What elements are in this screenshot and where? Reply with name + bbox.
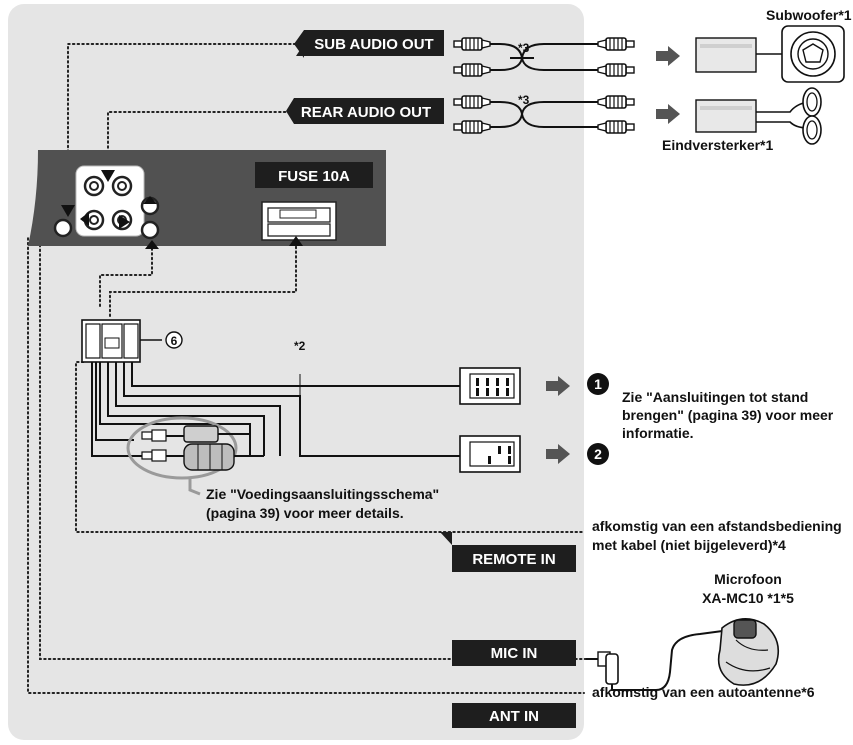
subwoofer-speaker	[756, 25, 845, 83]
remote-info-line-1: afkomstig van een afstandsbediening	[592, 518, 842, 534]
power-info-line-2: (pagina 39) voor meer details.	[206, 505, 404, 521]
amplifier	[695, 99, 809, 133]
head-unit	[28, 150, 386, 246]
conn-info-line-1: Zie "Aansluitingen tot stand	[622, 389, 808, 405]
fuse-label: FUSE 10A	[278, 168, 350, 185]
num-2: 2	[594, 446, 602, 462]
note-3-sub: *3	[518, 41, 530, 55]
ant-in-label: ANT IN	[489, 708, 539, 725]
num-2-badge	[587, 443, 609, 465]
rca-cable-rear	[453, 95, 635, 134]
tag-mic-in	[452, 640, 576, 666]
mic-in-label: MIC IN	[491, 645, 538, 662]
num-1: 1	[594, 376, 602, 392]
fuse-label-box	[255, 162, 373, 188]
rear-audio-out-label: REAR AUDIO OUT	[301, 104, 431, 121]
mic-name-line-1: Microfoon	[714, 571, 782, 587]
rca-cable-sub	[453, 37, 635, 77]
arrowheads	[61, 170, 303, 249]
note-3-rear: *3	[518, 93, 530, 107]
callout-6: 6	[171, 334, 178, 348]
conn-info-line-2: brengen" (pagina 39) voor meer	[622, 407, 834, 423]
remote-in-label: REMOTE IN	[472, 551, 555, 568]
connector-2	[459, 435, 521, 473]
callout-6-ring	[165, 331, 183, 349]
tag-rear-audio-out	[286, 98, 444, 124]
mic-name-line-2: XA-MC10 *1*5	[702, 590, 794, 606]
num-1-badge	[587, 373, 609, 395]
remote-info-line-2: met kabel (niet bijgeleverd)*4	[592, 537, 786, 553]
conn-info-line-3: informatie.	[622, 425, 694, 441]
subwoofer-amp	[695, 37, 757, 73]
microphone	[586, 618, 780, 691]
tag-ant-in	[452, 703, 576, 728]
power-info-line-1: Zie "Voedingsaansluitingsschema"	[206, 486, 439, 502]
arrow-to-subwoofer	[656, 46, 680, 66]
wire-harness	[81, 319, 460, 457]
sub-audio-out-label: SUB AUDIO OUT	[314, 36, 433, 53]
arrow-to-amplifier	[656, 104, 680, 124]
connector-1	[459, 367, 521, 405]
subwoofer-label: Subwoofer*1	[766, 7, 852, 23]
speaker-pair	[802, 87, 822, 145]
amplifier-label: Eindversterker*1	[662, 137, 774, 153]
tag-remote-in	[440, 532, 576, 572]
power-plugs	[126, 416, 264, 496]
note-2: *2	[294, 339, 306, 353]
antenna-info: afkomstig van een autoantenne*6	[592, 684, 815, 700]
tag-sub-audio-out	[294, 30, 444, 58]
